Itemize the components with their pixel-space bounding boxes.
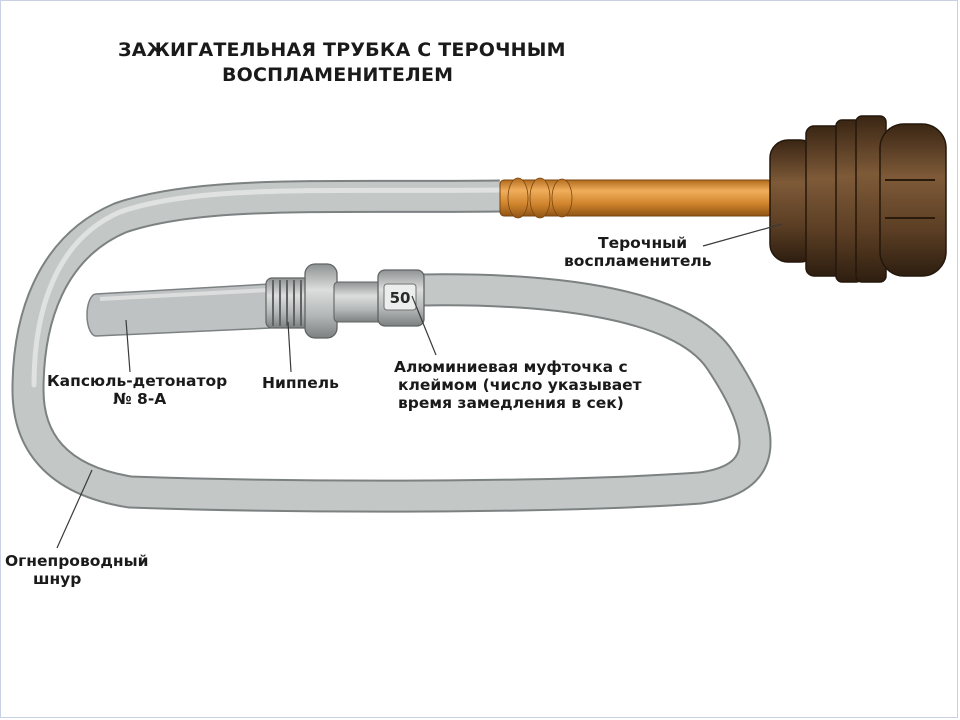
igniter-cap xyxy=(769,115,947,283)
detonator-cap xyxy=(86,283,271,337)
label-sleeve-line-2: клеймом (число указывает xyxy=(398,376,642,394)
nipple xyxy=(265,263,385,339)
label-cord-line-2: шнур xyxy=(33,570,82,588)
label-detonator: Капсюль-детонатор № 8-А xyxy=(47,372,227,408)
label-sleeve: Алюминиевая муфточка с клеймом (число ук… xyxy=(394,358,642,412)
diagram-title: ЗАЖИГАТЕЛЬНАЯ ТРУБКА С ТЕРОЧНЫМ ВОСПЛАМЕ… xyxy=(118,38,578,88)
label-igniter: Терочный воспламенитель xyxy=(564,234,712,270)
fuse-cord xyxy=(11,179,772,513)
label-cord: Огнепроводный шнур xyxy=(5,552,149,588)
label-nipple-line-1: Ниппель xyxy=(262,374,339,392)
label-cord-line-1: Огнепроводный xyxy=(5,552,149,570)
title-line-1: ЗАЖИГАТЕЛЬНАЯ ТРУБКА С ТЕРОЧНЫМ xyxy=(118,39,566,61)
label-sleeve-line-3: время замедления в сек) xyxy=(398,394,624,412)
label-sleeve-line-1: Алюминиевая муфточка с xyxy=(394,358,628,376)
igniter-leader-line xyxy=(702,223,783,247)
sleeve-marking: 50 xyxy=(390,289,411,307)
detonator-leader-line xyxy=(125,319,131,373)
label-igniter-line-1: Терочный xyxy=(598,234,688,252)
label-detonator-line-2: № 8-А xyxy=(113,390,167,408)
cord-leader-line xyxy=(56,469,93,549)
aluminum-sleeve: 50 xyxy=(377,269,425,327)
title-line-2: ВОСПЛАМЕНИТЕЛЕМ xyxy=(222,64,454,86)
sleeve-leader-line xyxy=(411,295,437,356)
label-igniter-line-2: воспламенитель xyxy=(564,252,712,270)
label-detonator-line-1: Капсюль-детонатор xyxy=(47,372,228,390)
nipple-leader-line xyxy=(287,321,292,373)
igniter-tube xyxy=(499,177,773,219)
label-nipple: Ниппель xyxy=(262,374,339,392)
